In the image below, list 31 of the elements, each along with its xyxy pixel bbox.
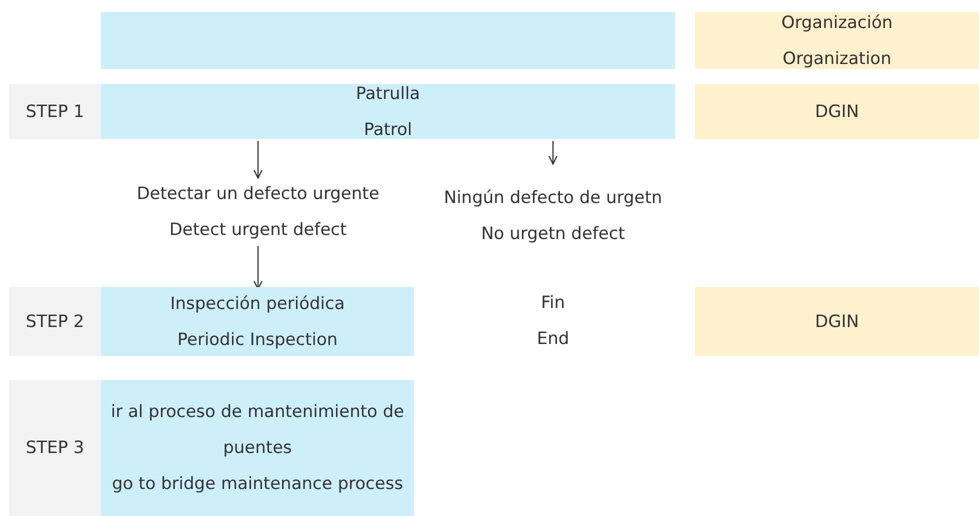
node-text: No urgetn defect	[481, 223, 625, 246]
process-box	[101, 380, 414, 516]
node-text: STEP 1	[26, 100, 84, 124]
step-cell	[9, 84, 101, 139]
step-cell	[9, 380, 101, 516]
node-text: go to bridge maintenance process	[112, 473, 404, 496]
node-text: Detectar un defecto urgente	[136, 183, 380, 206]
column-header	[695, 12, 979, 69]
node-text: Organization	[782, 48, 892, 70]
arrow	[548, 141, 558, 165]
node-text: Inspección periódica	[170, 292, 345, 316]
header-bar	[101, 12, 675, 69]
node-text: Patrol	[364, 118, 412, 142]
node-text: Patrulla	[356, 82, 420, 106]
process-box	[101, 84, 675, 139]
arrow	[253, 246, 263, 290]
node-text: DGIN	[815, 310, 859, 334]
node-text: Periodic Inspection	[177, 328, 338, 352]
node-text: STEP 3	[26, 437, 84, 460]
process-box	[101, 287, 414, 356]
node-text: STEP 2	[26, 310, 84, 334]
node-text: Ningún defecto de urgetn	[444, 187, 662, 210]
node-text: Detect urgent defect	[169, 219, 347, 242]
organization-cell	[695, 287, 979, 356]
end-label: End	[536, 328, 570, 351]
node-text: DGIN	[815, 100, 859, 124]
organization-cell	[695, 84, 979, 139]
end-label: Fin	[540, 292, 566, 315]
step-cell	[9, 287, 101, 356]
arrow	[253, 141, 263, 179]
node-text: Organización	[781, 12, 893, 34]
